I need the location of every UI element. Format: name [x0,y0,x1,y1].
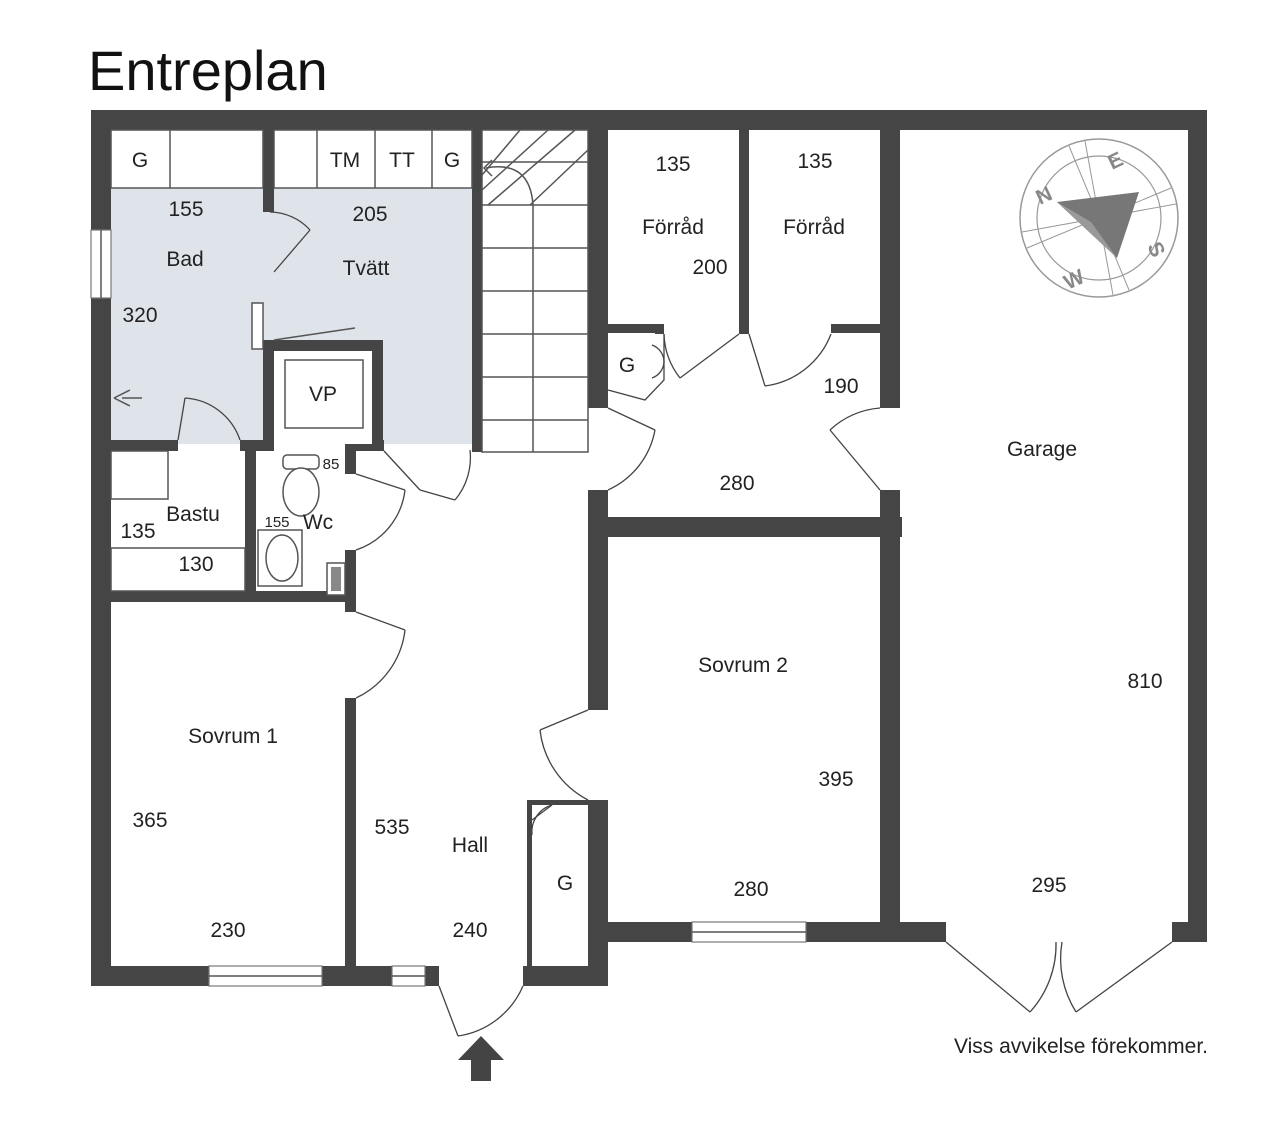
bastu-width: 130 [178,553,213,576]
hall-width: 240 [452,919,487,942]
garage-name: Garage [1007,438,1077,461]
bad-name: Bad [166,248,203,271]
wc-width: 85 [323,456,340,473]
staircase [481,129,589,453]
fixtures [110,129,473,596]
bastu-depth: 135 [120,520,155,543]
disclaimer-note: Viss avvikelse förekommer. [954,1035,1208,1058]
fixture-g-bad: G [132,149,148,172]
passage-depth: 190 [823,375,858,398]
forrad-1-depth: 200 [692,256,727,279]
compass-n-label: N [1032,182,1055,209]
sovrum-1-name: Sovrum 1 [188,725,278,748]
windows [90,229,807,987]
page-title: Entreplan [88,39,328,102]
bastu-name: Bastu [166,503,220,526]
forrad-2-width: 135 [797,150,832,173]
fixture-tm: TM [330,149,360,172]
hall-depth: 535 [374,816,409,839]
wet-room-floor [111,130,472,444]
walls [91,110,1207,986]
fixture-g-hall: G [557,872,573,895]
entrance-arrow-icon [458,1036,504,1081]
fixture-g-corner: G [619,354,635,377]
shower-icon [113,389,142,407]
wc-depth: 155 [264,514,289,531]
garage-width: 295 [1031,874,1066,897]
tvatt-width: 205 [352,203,387,226]
garage-depth: 810 [1127,670,1162,693]
bad-width: 155 [168,198,203,221]
wc-name: Wc [303,511,333,534]
fixture-tt: TT [389,149,415,172]
forrad-1-name: Förråd [642,216,704,239]
sovrum-2-name: Sovrum 2 [698,654,788,677]
forrad-2-name: Förråd [783,216,845,239]
fixture-g-tvatt: G [444,149,460,172]
sovrum-2-width: 280 [733,878,768,901]
sovrum-1-width: 230 [210,919,245,942]
forrad-1-width: 135 [655,153,690,176]
hall-name: Hall [452,834,488,857]
fixture-vp: VP [309,383,337,406]
sovrum-2-depth: 395 [818,768,853,791]
passage-width: 280 [719,472,754,495]
sovrum-1-depth: 365 [132,809,167,832]
compass-rose-icon [1019,138,1179,298]
bad-depth: 320 [122,304,157,327]
tvatt-name: Tvätt [343,257,390,280]
doors [177,211,1173,1037]
